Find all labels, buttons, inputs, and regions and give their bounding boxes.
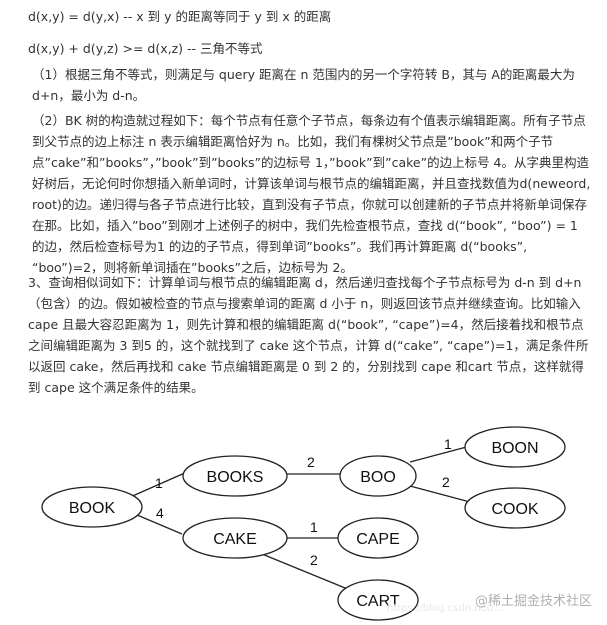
watermark: @稀土掘金技术社区 — [475, 594, 593, 609]
node-book: BOOK — [41, 486, 143, 528]
node-cake: CAKE — [182, 517, 288, 559]
edge-boo-boon — [409, 444, 475, 463]
paragraph-bk-tree-construction: （2）BK 树的构造就过程如下：每个节点有任意个子节点，每条边有个值表示编辑距离… — [32, 113, 591, 275]
edge-label-book-books: 1 — [155, 475, 163, 491]
edge-boo-cook — [409, 485, 471, 503]
edge-label-books-boo: 2 — [307, 454, 315, 470]
node-cake-label: CAKE — [213, 531, 257, 548]
node-cape-label: CAPE — [356, 531, 400, 548]
edge-label-boo-boon: 1 — [444, 436, 452, 452]
node-boo-label: BOO — [360, 469, 396, 486]
definition-symmetry: d(x,y) = d(y,x) -- x 到 y 的距离等同于 y 到 x 的距… — [28, 9, 332, 24]
edge-book-cake — [129, 511, 183, 535]
node-boon-label: BOON — [491, 440, 538, 457]
node-book-label: BOOK — [69, 500, 116, 517]
faint-source-url: https://blog.csdn.net/... — [387, 603, 504, 614]
edge-cake-cart — [261, 553, 351, 591]
paragraph-similar-word-query: 3、查询相似词如下：计算单词与根节点的编辑距离 d，然后递归查找每个子节点标号为… — [28, 275, 589, 395]
node-cart: CART — [337, 579, 419, 621]
node-books: BOOKS — [182, 455, 288, 497]
node-books-label: BOOKS — [207, 469, 264, 486]
bk-tree-diagram: 1 4 2 1 2 1 2 BOOK BOOKS CAKE BOO CAPE C… — [41, 426, 566, 621]
node-cart-label: CART — [356, 593, 399, 610]
edge-label-boo-cook: 2 — [442, 474, 450, 490]
node-boon: BOON — [464, 426, 566, 468]
edge-label-cake-cape: 1 — [310, 519, 318, 535]
paragraph-triangle-bound: （1）根据三角不等式，则满足与 query 距离在 n 范围内的另一个字符转 B… — [32, 67, 575, 103]
node-cook: COOK — [464, 487, 566, 529]
edge-label-cake-cart: 2 — [310, 552, 318, 568]
node-boo: BOO — [339, 455, 417, 497]
node-cook-label: COOK — [491, 501, 538, 518]
edge-label-book-cake: 4 — [156, 505, 164, 521]
definition-triangle-inequality: d(x,y) + d(y,z) >= d(x,z) -- 三角不等式 — [28, 41, 263, 56]
node-cape: CAPE — [337, 517, 419, 559]
edge-book-books — [127, 471, 188, 499]
